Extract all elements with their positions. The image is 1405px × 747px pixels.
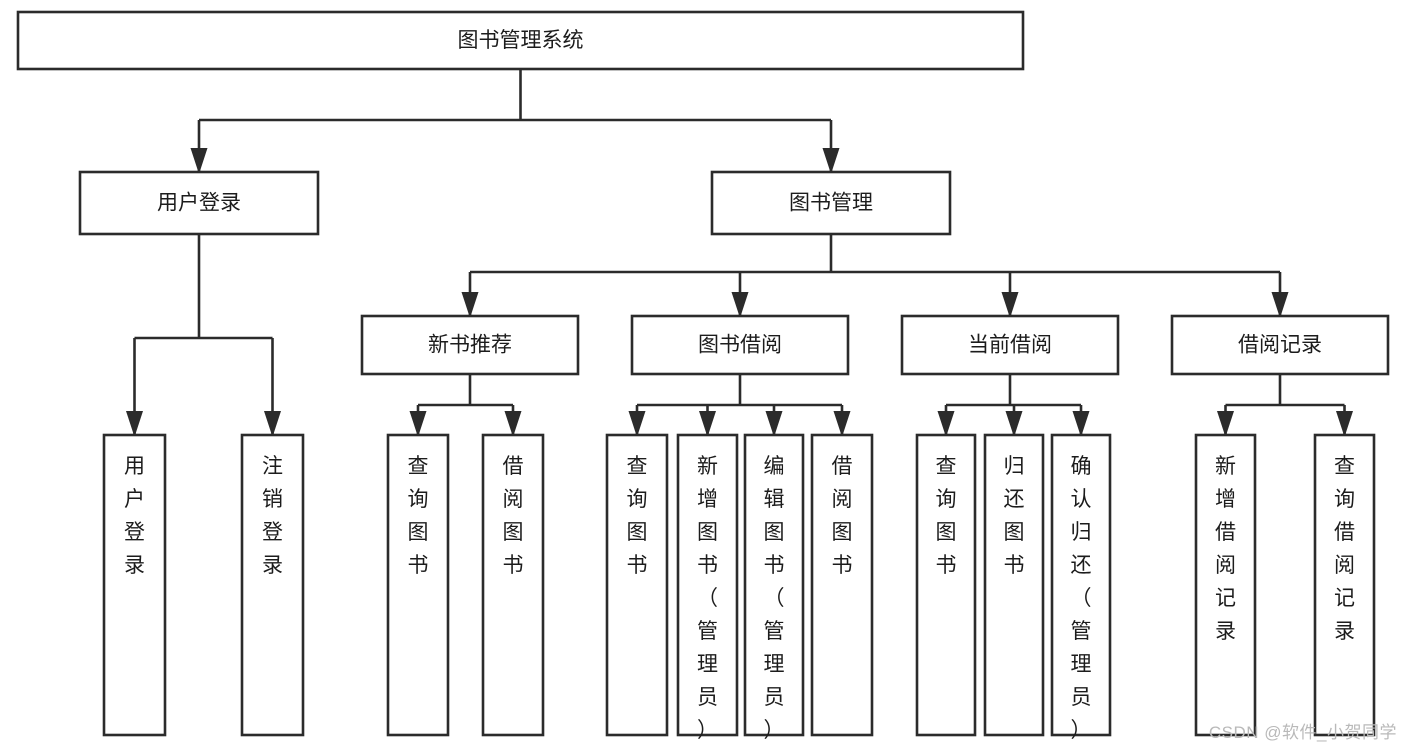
arrow-head-icon-user-login [190, 148, 208, 174]
node-label-br-add-record: 新增借阅记录 [1215, 455, 1236, 643]
node-label-book-borrow: 图书借阅 [698, 334, 782, 357]
node-label-cb-query-book: 查询图书 [936, 455, 957, 577]
node-label-nbr-query-book: 查询图书 [408, 455, 429, 577]
node-label-new-book-recommend: 新书推荐 [428, 334, 512, 357]
arrow-head-icon-leaf-user-logout [264, 411, 281, 437]
node-box-leaf-user-logout[interactable] [240, 433, 305, 737]
arrow-head-icon-nbr-query-book [409, 411, 427, 437]
node-box-br-add-record[interactable] [1194, 433, 1257, 737]
arrow-head-icon-bb-add-book [699, 411, 716, 437]
node-box-current-borrow[interactable] [900, 314, 1120, 376]
node-label-bb-edit-book: 编辑图书（管理员） [764, 455, 785, 742]
node-label-bb-borrow-book: 借阅图书 [832, 455, 853, 577]
arrow-head-icon-cb-confirm-return [1072, 411, 1090, 437]
node-label-current-borrow: 当前借阅 [968, 334, 1052, 357]
node-box-nbr-query-book[interactable] [386, 433, 450, 737]
node-box-book-manage[interactable] [710, 170, 952, 236]
arrow-head-icon-br-add-record [1217, 411, 1234, 437]
arrow-head-icon-bb-edit-book [765, 411, 783, 437]
node-label-leaf-user-login: 用户登录 [124, 455, 145, 577]
node-label-leaf-user-logout: 注销登录 [262, 455, 283, 577]
arrow-head-icon-nbr-borrow-book [504, 411, 522, 437]
arrow-head-icon-cb-return-book [1005, 411, 1023, 437]
arrow-head-icon-br-query-record [1336, 411, 1353, 437]
node-label-nbr-borrow-book: 借阅图书 [503, 455, 524, 577]
arrow-head-icon-bb-query-book [628, 411, 646, 437]
arrow-head-icon-borrow-record [1271, 292, 1289, 318]
node-box-bb-edit-book[interactable] [743, 433, 805, 737]
node-box-borrow-record[interactable] [1170, 314, 1390, 376]
node-label-cb-return-book: 归还图书 [1004, 455, 1025, 577]
arrow-head-icon-bb-borrow-book [833, 411, 851, 437]
node-label-borrow-record: 借阅记录 [1238, 334, 1322, 357]
node-box-cb-query-book[interactable] [915, 433, 977, 737]
watermark-text: CSDN @软件_小贺同学 [1208, 723, 1397, 742]
node-box-br-query-record[interactable] [1313, 433, 1376, 737]
node-box-bb-query-book[interactable] [605, 433, 669, 737]
node-box-cb-confirm-return[interactable] [1050, 433, 1112, 737]
node-label-bb-query-book: 查询图书 [627, 455, 648, 577]
arrow-head-icon-cb-query-book [937, 411, 955, 437]
node-label-user-login: 用户登录 [157, 192, 241, 215]
node-label-root: 图书管理系统 [458, 29, 584, 52]
arrow-head-icon-leaf-user-login [126, 411, 143, 437]
arrow-head-icon-current-borrow [1001, 292, 1019, 318]
node-box-cb-return-book[interactable] [983, 433, 1045, 737]
arrow-head-icon-book-manage [822, 148, 840, 174]
arrow-head-icon-book-borrow [731, 292, 749, 318]
node-box-book-borrow[interactable] [630, 314, 850, 376]
node-label-book-manage: 图书管理 [789, 192, 873, 215]
node-label-br-query-record: 查询借阅记录 [1334, 455, 1355, 643]
node-box-root[interactable] [16, 10, 1025, 71]
node-box-bb-add-book[interactable] [676, 433, 739, 737]
arrow-head-icon-new-book-recommend [461, 292, 479, 318]
node-label-bb-add-book: 新增图书（管理员） [697, 455, 718, 742]
node-label-cb-confirm-return: 确认归还（管理员） [1071, 455, 1092, 742]
node-box-bb-borrow-book[interactable] [810, 433, 874, 737]
node-box-nbr-borrow-book[interactable] [481, 433, 545, 737]
node-box-leaf-user-login[interactable] [102, 433, 167, 737]
